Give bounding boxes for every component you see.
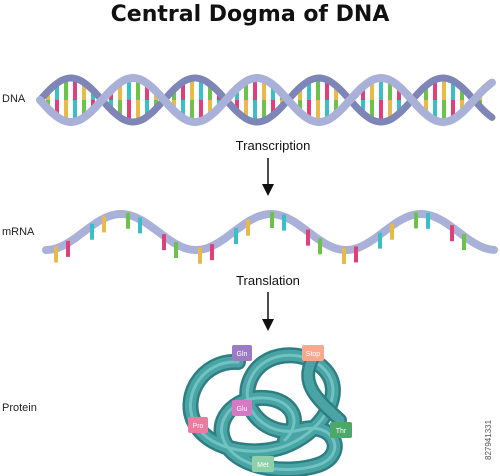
- svg-text:Pro: Pro: [193, 423, 204, 430]
- amino-acid-stop: Stop: [302, 345, 324, 361]
- dna-label: DNA: [2, 93, 26, 105]
- diagram-title: Central Dogma of DNA: [110, 2, 390, 27]
- dna-backbone-back: [36, 74, 496, 126]
- dna-backbone-front: [36, 74, 496, 126]
- dna-double-helix: [36, 74, 496, 126]
- protein-label: Protein: [2, 402, 37, 414]
- amino-acid-gln: Gln: [232, 345, 252, 361]
- transcription-label: Transcription: [235, 138, 311, 153]
- amino-acid-thr: Thr: [330, 422, 352, 438]
- amino-acid-pro: Pro: [188, 417, 208, 433]
- svg-text:Met: Met: [257, 462, 269, 469]
- translation-label: Translation: [236, 273, 300, 288]
- svg-text:Glu: Glu: [237, 406, 248, 413]
- svg-text:Thr: Thr: [336, 428, 347, 435]
- amino-acid-tags: Gln Stop Glu Pro Thr Met: [188, 345, 352, 472]
- svg-text:Stop: Stop: [306, 351, 321, 358]
- protein-chain: [182, 347, 347, 476]
- mrna-strand: [42, 210, 498, 264]
- mrna-label: mRNA: [2, 226, 35, 238]
- amino-acid-glu: Glu: [232, 400, 252, 416]
- svg-text:Gln: Gln: [237, 351, 248, 358]
- image-id-watermark: 827941331: [484, 419, 493, 460]
- amino-acid-met: Met: [252, 456, 274, 472]
